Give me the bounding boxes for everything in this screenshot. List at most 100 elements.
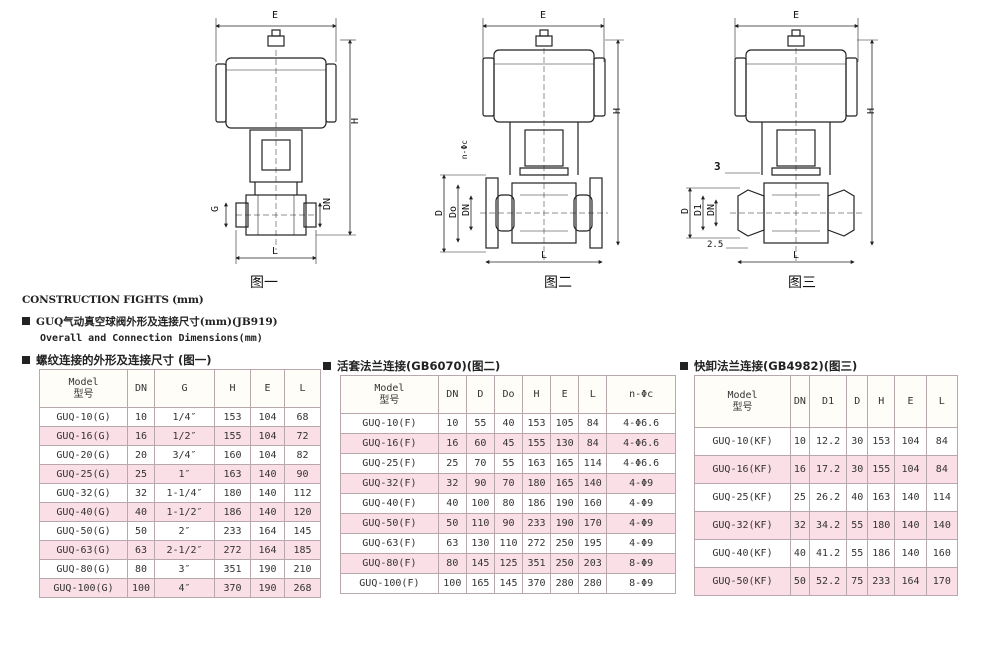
- model-en-label: Model: [68, 376, 99, 388]
- value-cell: 50: [127, 521, 155, 541]
- value-cell: 52.2: [808, 567, 848, 596]
- model-cell: GUQ-25(F): [340, 453, 439, 474]
- value-cell: 82: [284, 445, 321, 465]
- value-cell: 80: [493, 493, 524, 514]
- value-cell: 280: [578, 573, 608, 594]
- value-cell: 50: [790, 567, 810, 596]
- table2-header-cell: n-Φc: [606, 375, 676, 414]
- value-cell: 4-Φ9: [606, 493, 676, 514]
- value-cell: 155: [522, 433, 552, 454]
- value-cell: 370: [522, 573, 552, 594]
- value-cell: 4-Φ6.6: [606, 453, 676, 474]
- value-cell: 16: [127, 426, 155, 446]
- value-cell: 40: [493, 413, 524, 434]
- value-cell: 125: [493, 553, 524, 574]
- model-en-label: Model: [727, 389, 758, 401]
- model-cell: GUQ-25(G): [39, 464, 128, 484]
- value-cell: 55: [493, 453, 524, 474]
- value-cell: 90: [284, 464, 321, 484]
- model-cell: GUQ-16(G): [39, 426, 128, 446]
- value-cell: 4-Φ9: [606, 533, 676, 554]
- value-cell: 163: [214, 464, 251, 484]
- value-cell: 32: [437, 473, 467, 494]
- value-cell: 50: [437, 513, 467, 534]
- value-cell: 45: [493, 433, 524, 454]
- value-cell: 351: [522, 553, 552, 574]
- table2-header-cell: Do: [493, 375, 524, 414]
- fig1-caption: 图一: [250, 275, 278, 291]
- value-cell: 164: [250, 521, 285, 541]
- value-cell: 370: [214, 578, 251, 598]
- model-cell: GUQ-32(KF): [693, 511, 792, 540]
- value-cell: 180: [214, 483, 251, 503]
- value-cell: 190: [250, 578, 285, 598]
- model-cn-label: 型号: [379, 394, 400, 406]
- value-cell: 26.2: [808, 483, 848, 512]
- fig1-dim-g: G: [210, 206, 221, 213]
- value-cell: 165: [550, 473, 580, 494]
- value-cell: 104: [250, 407, 285, 427]
- value-cell: 180: [867, 511, 896, 540]
- value-cell: 72: [284, 426, 321, 446]
- value-cell: 203: [578, 553, 608, 574]
- value-cell: 32: [127, 483, 155, 503]
- value-cell: 153: [867, 427, 896, 456]
- fig3-dim-l: L: [793, 250, 800, 261]
- table1-title-text: 螺纹连接的外形及连接尺寸 (图一): [36, 353, 212, 367]
- fig3-dim-d: D: [680, 208, 691, 215]
- value-cell: 84: [925, 427, 959, 456]
- value-cell: 250: [550, 553, 580, 574]
- value-cell: 112: [284, 483, 321, 503]
- table3-title: 快卸法兰连接(GB4982)(图三): [680, 358, 857, 374]
- model-cell: GUQ-20(G): [39, 445, 128, 465]
- value-cell: 104: [250, 445, 285, 465]
- value-cell: 140: [578, 473, 608, 494]
- value-cell: 164: [250, 540, 285, 560]
- table3-header-cell: D: [846, 375, 869, 428]
- value-cell: 145: [465, 553, 495, 574]
- value-cell: 130: [465, 533, 495, 554]
- value-cell: 140: [250, 502, 285, 522]
- guq-title-text: GUQ气动真空球阀外形及连接尺寸(mm)(JB919): [36, 316, 278, 328]
- value-cell: 84: [578, 433, 608, 454]
- model-en-label: Model: [374, 382, 405, 394]
- value-cell: 163: [867, 483, 896, 512]
- value-cell: 268: [284, 578, 321, 598]
- value-cell: 130: [550, 433, 580, 454]
- value-cell: 160: [925, 539, 959, 568]
- fig2-dim-do: Do: [448, 206, 459, 219]
- table2-header-cell: D: [465, 375, 495, 414]
- value-cell: 75: [846, 567, 869, 596]
- value-cell: 63: [127, 540, 155, 560]
- table3-header-cell: D1: [808, 375, 848, 428]
- fig2-dim-nphic: n-Φc: [460, 140, 469, 160]
- value-cell: 25: [127, 464, 155, 484]
- value-cell: 153: [522, 413, 552, 434]
- value-cell: 210: [284, 559, 321, 579]
- model-cn-label: 型号: [732, 401, 753, 413]
- fig2-dim-dn: DN: [461, 204, 472, 217]
- model-cell: GUQ-25(KF): [693, 483, 792, 512]
- value-cell: 1/2″: [154, 426, 215, 446]
- fig2-dim-d: D: [434, 210, 445, 217]
- value-cell: 104: [894, 427, 927, 456]
- value-cell: 80: [127, 559, 155, 579]
- model-cell: GUQ-50(KF): [693, 567, 792, 596]
- value-cell: 8-Φ9: [606, 553, 676, 574]
- table1-title: 螺纹连接的外形及连接尺寸 (图一): [22, 352, 212, 368]
- value-cell: 4-Φ6.6: [606, 433, 676, 454]
- value-cell: 105: [550, 413, 580, 434]
- table2-header-cell: E: [550, 375, 580, 414]
